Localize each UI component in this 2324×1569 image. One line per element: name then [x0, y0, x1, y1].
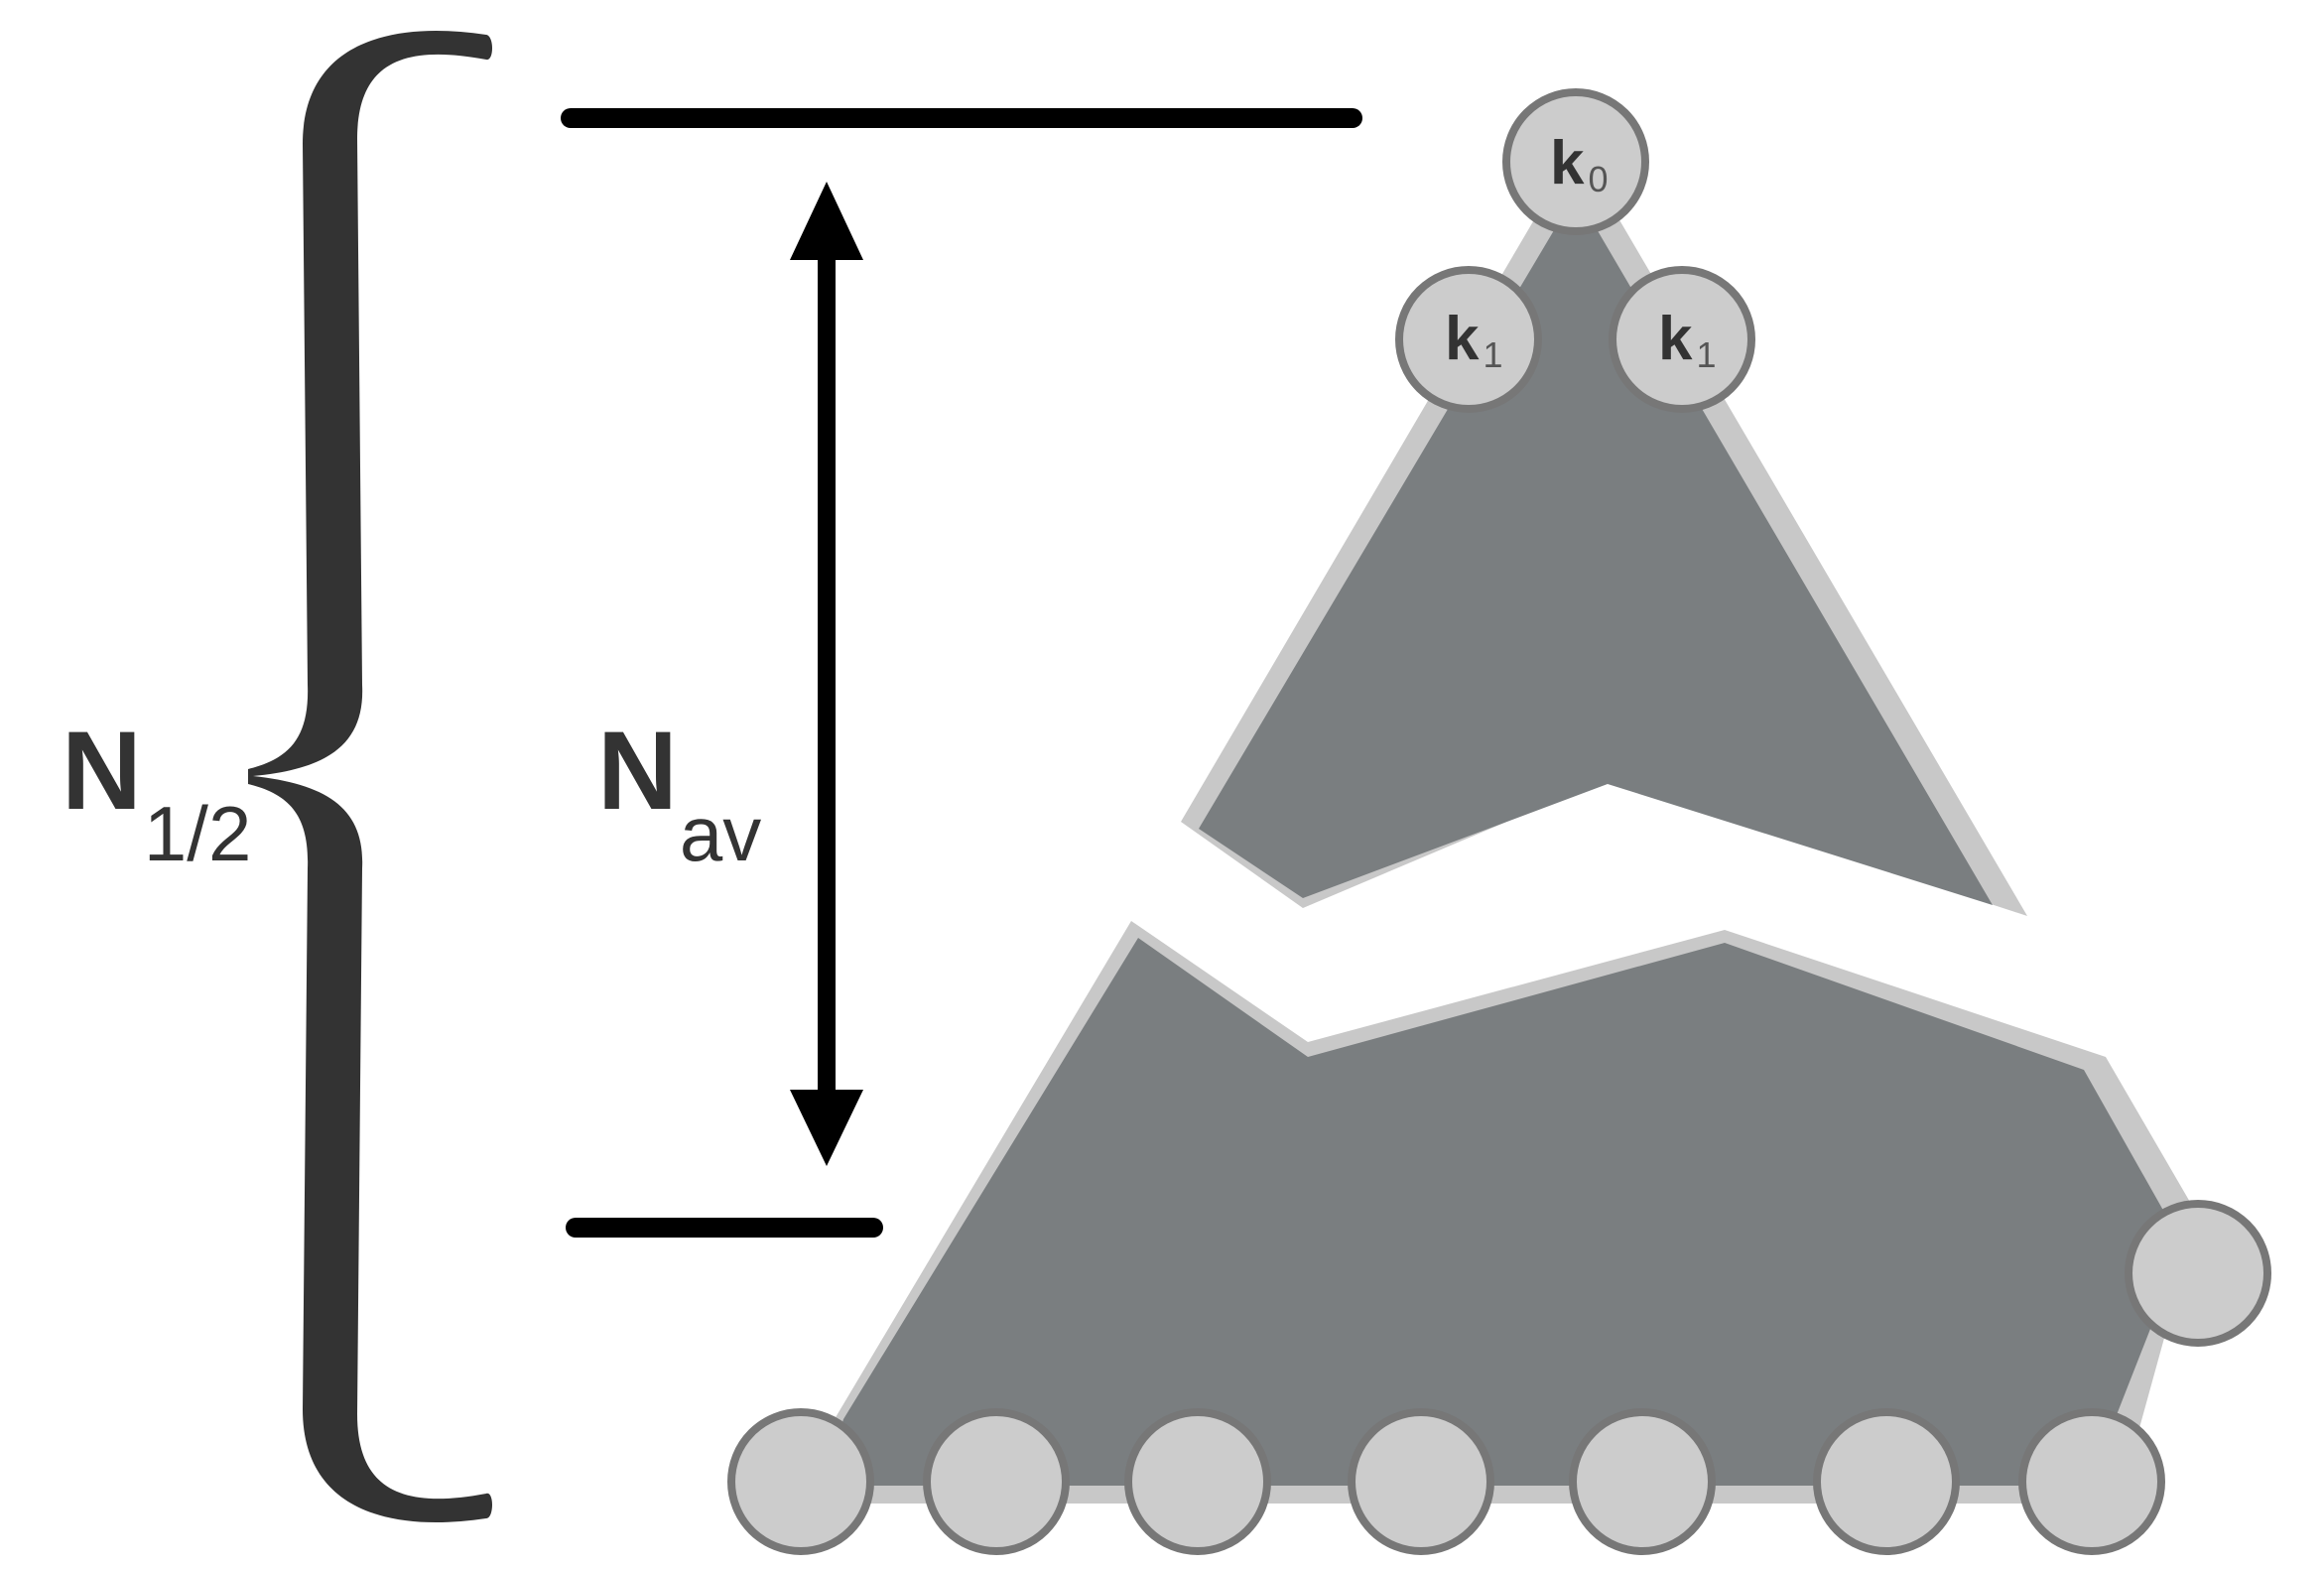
n-half-brace — [248, 30, 492, 1523]
node-k1-left-subscript: 1 — [1483, 334, 1502, 375]
bottom-node-1 — [727, 1408, 874, 1555]
bottom-node-7 — [2018, 1408, 2165, 1555]
n-av-arrow-head-down — [790, 1090, 863, 1166]
bottom-node-4 — [1348, 1408, 1494, 1555]
node-k0-subscript: 0 — [1588, 159, 1608, 199]
n-av-arrow-head-up — [790, 182, 863, 260]
bottom-node-row — [727, 1408, 2165, 1555]
bottom-node-2 — [923, 1408, 1070, 1555]
lower-fragment — [824, 938, 2183, 1486]
node-k1-left-main: k — [1445, 305, 1480, 373]
bottom-node-3 — [1124, 1408, 1271, 1555]
node-k1-left-circle — [1395, 266, 1542, 413]
upper-fragment — [1199, 194, 1993, 905]
node-k0-main: k — [1550, 129, 1585, 197]
node-k1-right-subscript: 1 — [1696, 334, 1716, 375]
bottom-node-5 — [1569, 1408, 1716, 1555]
node-right-edge — [2125, 1200, 2271, 1347]
n-av-label: Nav — [597, 709, 761, 877]
n-half-main: N — [62, 709, 142, 833]
node-k1-right-circle — [1609, 266, 1755, 413]
n-av-subscript: av — [680, 790, 761, 877]
n-av-main: N — [597, 709, 678, 833]
n-half-label: N1/2 — [62, 709, 251, 877]
n-half-subscript: 1/2 — [144, 790, 251, 877]
bottom-node-6 — [1813, 1408, 1960, 1555]
node-k0-circle — [1502, 88, 1649, 235]
node-k1-right-main: k — [1658, 305, 1693, 373]
